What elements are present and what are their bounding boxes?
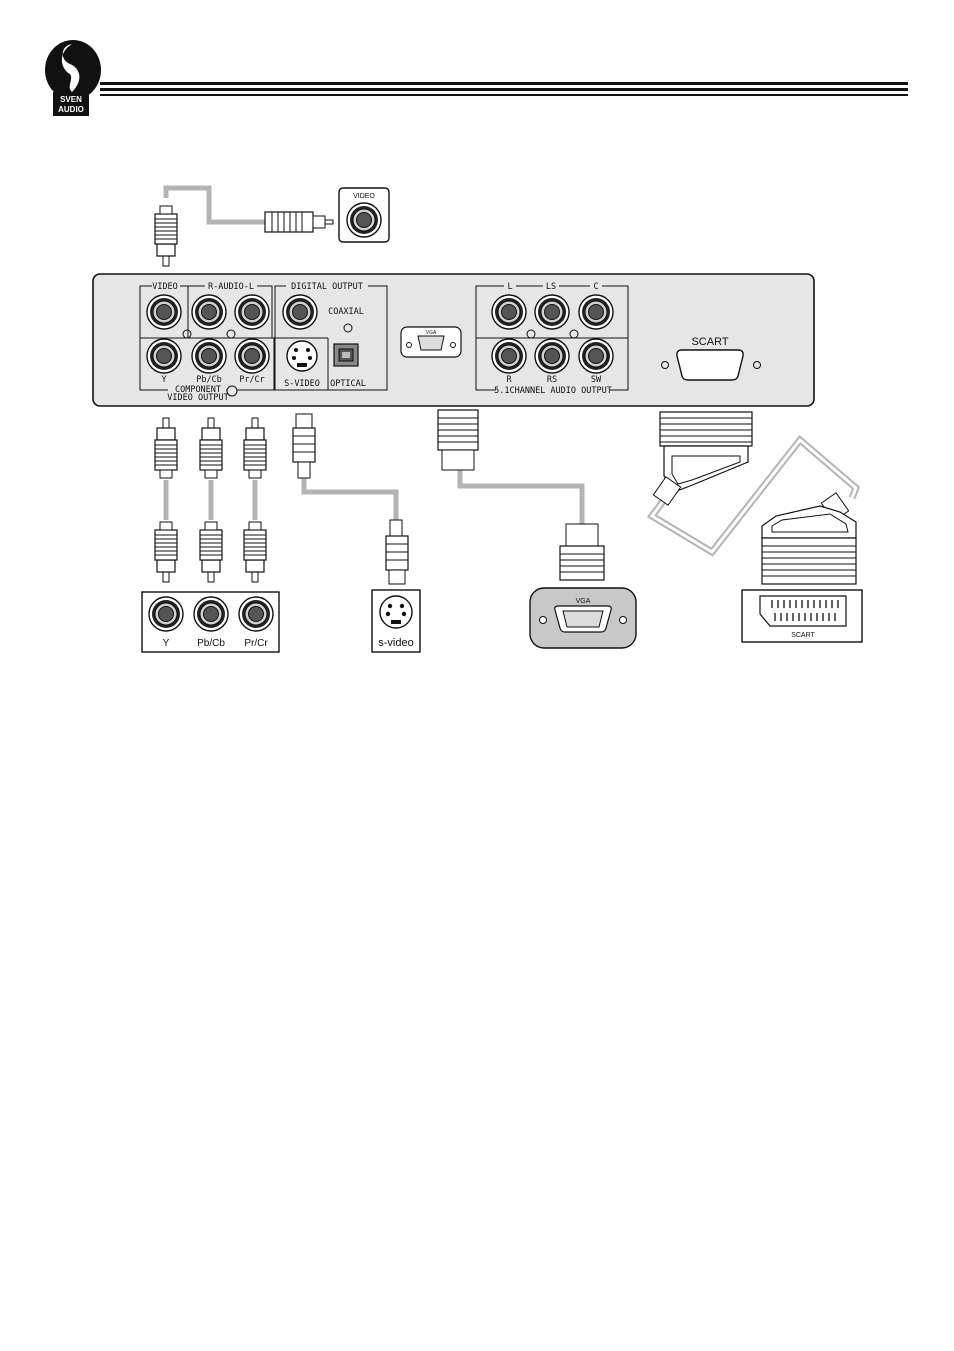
panel-channel-output-label: 5.1CHANNEL AUDIO OUTPUT [494, 386, 612, 396]
panel-y-jack[interactable] [147, 339, 181, 373]
svideo-plug-upper [293, 414, 315, 478]
panel-video-jack[interactable] [147, 295, 181, 329]
panel-pb-label: Pb/Cb [196, 375, 222, 385]
logo-text-sven: SVEN [60, 95, 82, 104]
tv-vga-input: VGA [530, 588, 636, 648]
panel-audio-l-jack[interactable] [235, 295, 269, 329]
component-plugs-lower [155, 522, 266, 582]
tv-pb-label: Pb/Cb [197, 638, 225, 649]
panel-optical-jack[interactable] [334, 344, 358, 366]
tv-video-input: VIDEO [339, 188, 389, 242]
panel-ch-c-jack[interactable] [579, 295, 613, 329]
panel-coaxial-jack[interactable] [283, 295, 317, 329]
tv-svideo-label: s-video [378, 637, 413, 649]
tv-y-label: Y [163, 638, 170, 649]
top-video-plug-left [155, 206, 177, 266]
tv-vga-label: VGA [576, 598, 591, 605]
header-rule [100, 82, 908, 96]
panel-ch-rs-label: RS [547, 375, 557, 385]
panel-video-label: VIDEO [152, 282, 178, 292]
header-logo: SVEN AUDIO [45, 40, 101, 116]
panel-component-label-2: VIDEO OUTPUT [167, 393, 228, 403]
panel-coaxial-label: COAXIAL [328, 307, 364, 317]
panel-ch-l-label: L [507, 282, 512, 292]
panel-pr-label: Pr/Cr [239, 375, 265, 385]
vga-plug-upper [438, 410, 478, 470]
panel-ch-r-label: R [506, 375, 512, 385]
panel-optical-label: OPTICAL [330, 379, 366, 389]
panel-svideo-label: S-VIDEO [284, 379, 320, 389]
tv-svideo-input: s-video [372, 590, 420, 652]
panel-audio-r-jack[interactable] [192, 295, 226, 329]
component-plugs-upper [155, 418, 266, 478]
tv-component-input: Y Pb/Cb Pr/Cr [142, 592, 279, 652]
panel-pr-jack[interactable] [235, 339, 269, 373]
rear-panel: VIDEO R-AUDIO-L DIGITAL OUTPUT COAXIAL Y… [93, 274, 814, 406]
panel-scart-label: SCART [691, 336, 728, 348]
panel-ch-sw-label: SW [591, 375, 602, 385]
panel-y-label: Y [161, 375, 166, 385]
panel-ch-ls-jack[interactable] [535, 295, 569, 329]
panel-pb-jack[interactable] [192, 339, 226, 373]
vga-plug-lower [560, 524, 604, 580]
tv-pr-label: Pr/Cr [244, 638, 268, 649]
scart-plug-upper [653, 412, 752, 505]
scart-plug-lower [762, 493, 856, 584]
panel-audio-label: R-AUDIO-L [208, 282, 254, 292]
panel-svideo-jack[interactable] [287, 341, 317, 371]
panel-ch-l-jack[interactable] [492, 295, 526, 329]
tv-scart-input: SCART [742, 590, 862, 642]
panel-digital-output-label: DIGITAL OUTPUT [291, 282, 363, 292]
panel-ch-ls-label: LS [546, 282, 556, 292]
top-video-plug-right [265, 212, 333, 232]
panel-ch-c-label: C [593, 282, 598, 292]
tv-video-label: VIDEO [353, 193, 375, 200]
panel-ch-rs-jack[interactable] [535, 339, 569, 373]
tv-scart-label: SCART [791, 632, 815, 639]
panel-vga-port[interactable]: VGA [401, 327, 461, 357]
svideo-plug-lower [386, 520, 408, 584]
panel-ch-r-jack[interactable] [492, 339, 526, 373]
panel-vga-label: VGA [426, 330, 437, 336]
panel-ch-sw-jack[interactable] [579, 339, 613, 373]
logo-text-audio: AUDIO [58, 105, 84, 114]
